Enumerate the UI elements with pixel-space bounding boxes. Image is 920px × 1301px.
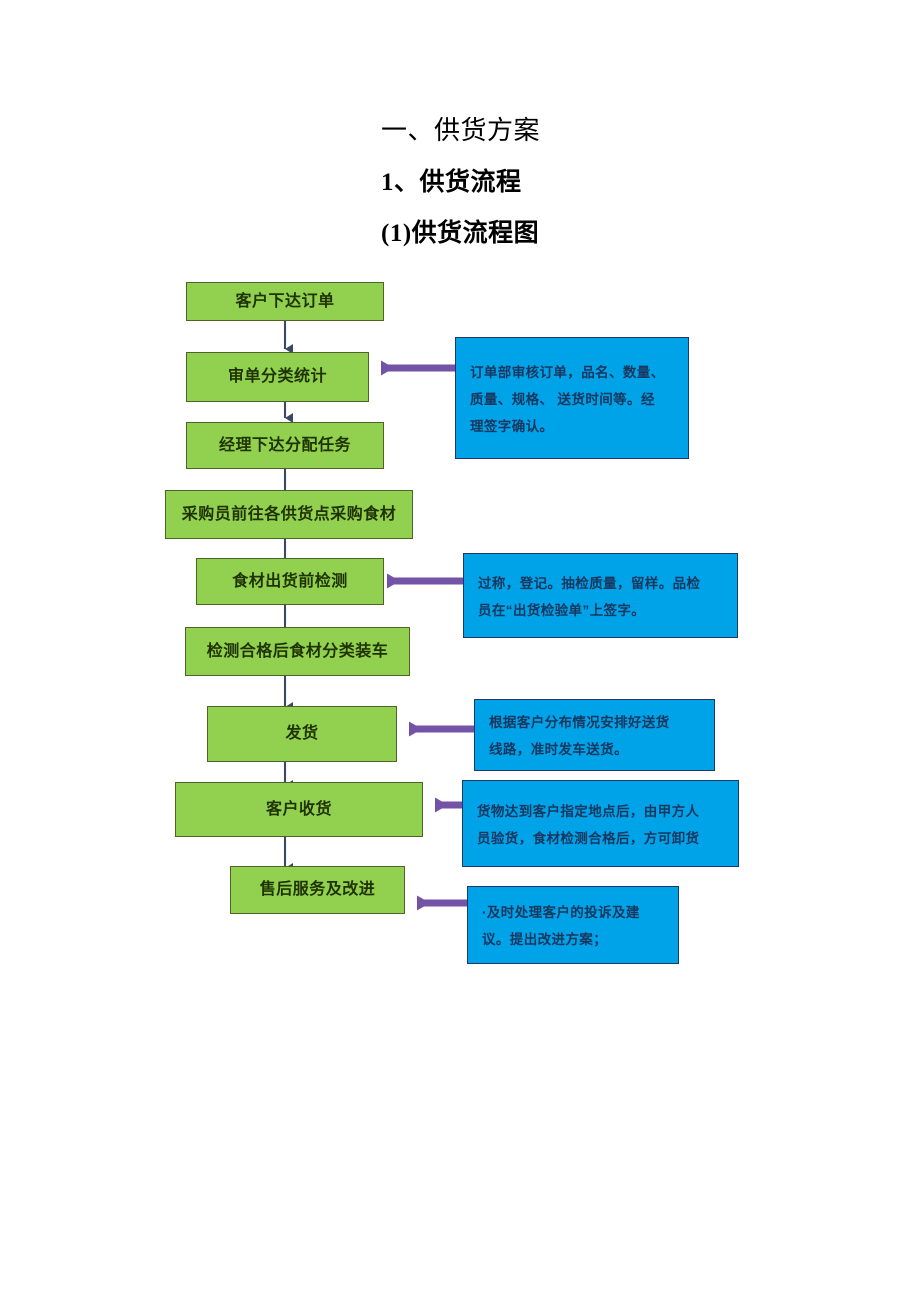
note-pre-ship-inspect-text: 过称，登记。抽检质量，留样。品检 员在“出货检验单”上签字。	[478, 570, 700, 624]
step-pre-ship-inspect-label: 食材出货前检测	[232, 572, 348, 590]
step-order-review-label: 审单分类统计	[227, 368, 327, 386]
figure-heading: (1)供货流程图	[381, 220, 540, 247]
step-manager-assign-label: 经理下达分配任务	[218, 436, 351, 454]
step-manager-assign[interactable]: 经理下达分配任务	[186, 422, 384, 469]
note-customer-receive-line-1: 货物达到客户指定地点后，由甲方人	[477, 803, 700, 819]
note-pre-ship-inspect[interactable]: 过称，登记。抽检质量，留样。品检 员在“出货检验单”上签字。	[463, 553, 738, 638]
step-order-review[interactable]: 审单分类统计	[186, 352, 369, 402]
note-after-sales-text: ·及时处理客户的投诉及建 议。提出改进方案；	[482, 899, 640, 953]
note-dispatch-line-1: 根据客户分布情况安排好送货	[489, 715, 670, 730]
note-pre-ship-inspect-line-2: 员在“出货检验单”上签字。	[478, 602, 646, 618]
step-order-placed-label: 客户下达订单	[235, 292, 335, 310]
step-purchase-label: 采购员前往各供货点采购食材	[181, 505, 397, 523]
note-dispatch-line-2: 线路，准时发车送货。	[489, 742, 628, 757]
step-customer-receive[interactable]: 客户收货	[175, 782, 423, 837]
document-headings: 一、供货方案 1、供货流程 (1)供货流程图	[381, 116, 841, 247]
note-dispatch-text: 根据客户分布情况安排好送货 线路，准时发车送货。	[489, 709, 670, 763]
step-dispatch[interactable]: 发货	[207, 706, 397, 762]
step-pre-ship-inspect[interactable]: 食材出货前检测	[196, 558, 384, 605]
note-order-review[interactable]: 订单部审核订单，品名、数量、 质量、规格、 送货时间等。经 理签字确认。	[455, 337, 689, 459]
note-order-review-text: 订单部审核订单，品名、数量、 质量、规格、 送货时间等。经 理签字确认。	[470, 359, 665, 440]
step-sort-and-load[interactable]: 检测合格后食材分类装车	[185, 627, 410, 676]
section-heading: 一、供货方案	[381, 116, 541, 145]
note-order-review-line-1: 订单部审核订单，品名、数量、	[470, 364, 665, 380]
note-order-review-line-3: 理签字确认。	[470, 418, 554, 434]
note-after-sales[interactable]: ·及时处理客户的投诉及建 议。提出改进方案；	[467, 886, 679, 964]
step-dispatch-label: 发货	[285, 725, 319, 743]
subsection-heading: 1、供货流程	[381, 169, 522, 196]
step-purchase[interactable]: 采购员前往各供货点采购食材	[165, 490, 413, 539]
note-order-review-line-2: 质量、规格、 送货时间等。经	[470, 391, 655, 407]
step-sort-and-load-label: 检测合格后食材分类装车	[206, 642, 389, 660]
note-pre-ship-inspect-line-1: 过称，登记。抽检质量，留样。品检	[478, 575, 701, 591]
note-customer-receive[interactable]: 货物达到客户指定地点后，由甲方人 员验货，食材检测合格后，方可卸货	[462, 780, 739, 867]
step-customer-receive-label: 客户收货	[265, 800, 332, 818]
step-order-placed[interactable]: 客户下达订单	[186, 282, 384, 321]
note-customer-receive-line-2: 员验货，食材检测合格后，方可卸货	[477, 830, 700, 846]
note-after-sales-line-2: 议。提出改进方案；	[482, 932, 608, 947]
note-after-sales-line-1: ·及时处理客户的投诉及建	[482, 905, 640, 920]
step-after-sales[interactable]: 售后服务及改进	[230, 866, 405, 914]
note-customer-receive-text: 货物达到客户指定地点后，由甲方人 员验货，食材检测合格后，方可卸货	[477, 798, 699, 852]
step-after-sales-label: 售后服务及改进	[259, 881, 376, 899]
note-dispatch[interactable]: 根据客户分布情况安排好送货 线路，准时发车送货。	[474, 699, 715, 771]
